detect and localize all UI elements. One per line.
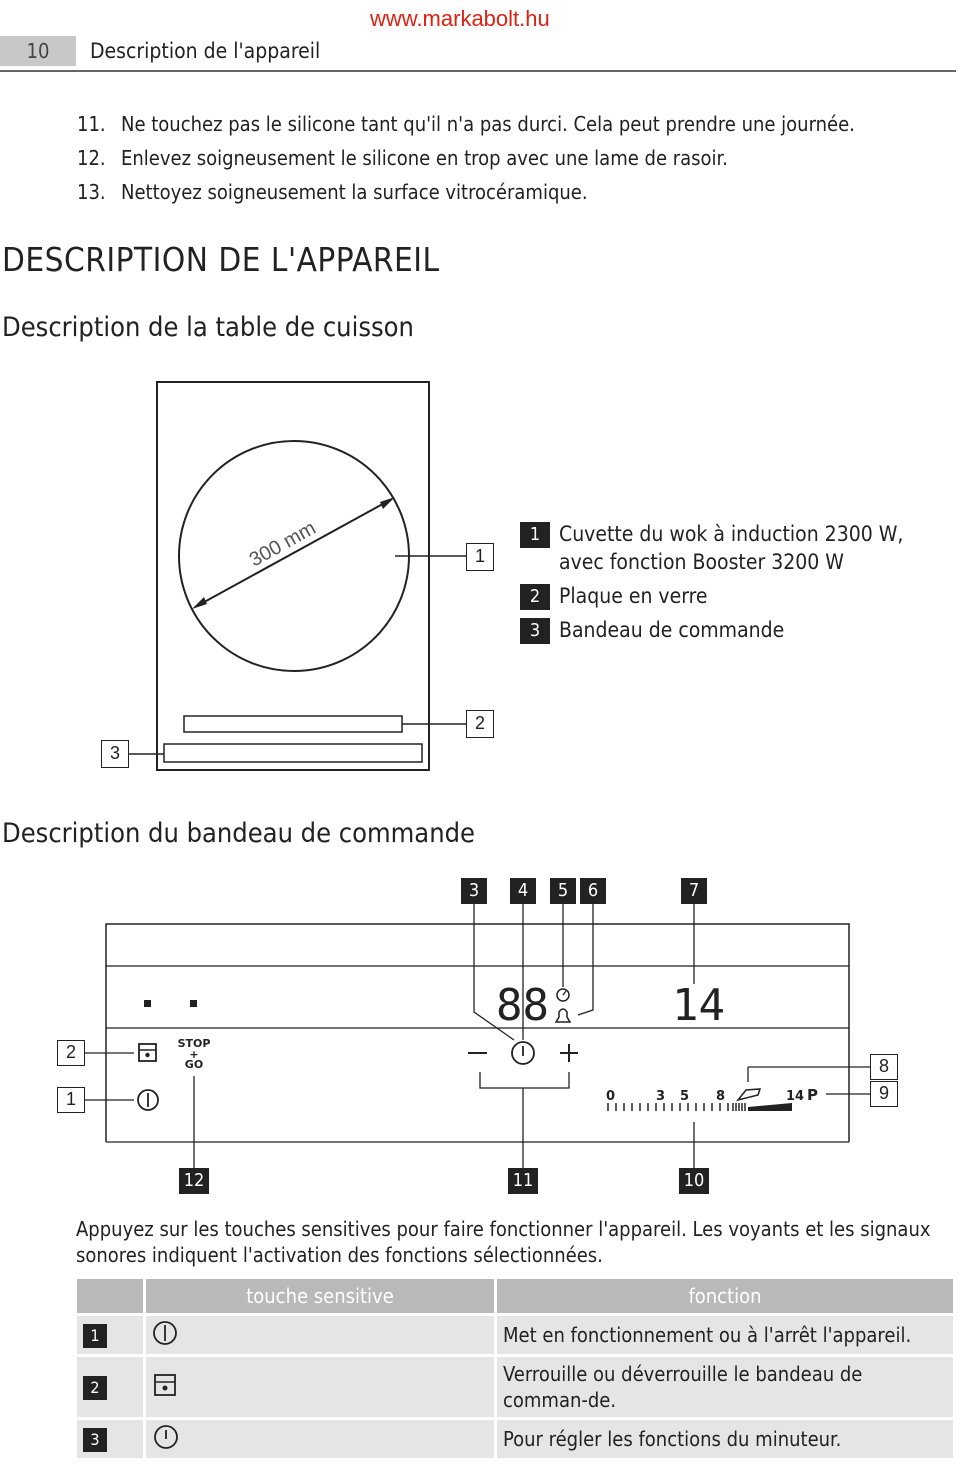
callout-1: 1 xyxy=(466,543,494,571)
table-header-function: fonction xyxy=(497,1279,953,1313)
scale-label-0: 0 xyxy=(606,1089,615,1104)
panel-callout-10: 10 xyxy=(679,1168,709,1194)
row-function: Met en fonctionnement ou à l'arrêt l'app… xyxy=(497,1316,953,1354)
table-header-key: touche sensitive xyxy=(146,1279,494,1313)
panel-heading: Description du bandeau de commande xyxy=(2,818,475,849)
scale-label-5: 5 xyxy=(680,1089,689,1104)
touch-controls-table: touche sensitive fonction 1 Met en fonct… xyxy=(74,1276,956,1461)
glass-plate xyxy=(183,715,403,733)
scale-label-14: 14 xyxy=(786,1089,804,1104)
legend-number: 3 xyxy=(520,618,550,644)
legend-text: Cuvette du wok à induction 2300 W, xyxy=(559,522,904,546)
leader-3 xyxy=(473,904,515,1041)
scale-label-p: P xyxy=(807,1086,818,1104)
cooktop-diagram: 300 mm xyxy=(128,381,466,771)
panel-callout-1: 1 xyxy=(57,1087,85,1113)
control-panel-diagram: 88 14 STOP + GO 0 3 5 8 14 P xyxy=(85,904,870,1168)
panel-callout-3: 3 xyxy=(461,878,487,904)
timer-icon xyxy=(154,1424,178,1449)
legend-number: 2 xyxy=(520,584,550,610)
section-title: DESCRIPTION DE L'APPAREIL xyxy=(2,240,440,279)
power-icon xyxy=(153,1320,177,1345)
dimension-arrow-right xyxy=(380,497,395,509)
row-number: 1 xyxy=(83,1324,107,1348)
running-header: Description de l'appareil xyxy=(90,39,321,63)
panel-callout-7: 7 xyxy=(681,878,707,904)
panel-callout-5: 5 xyxy=(550,878,576,904)
dimension-line xyxy=(196,499,391,607)
table-row: 3 Pour régler les fonctions du minuteur. xyxy=(77,1420,953,1458)
step-number: 13. xyxy=(77,180,106,204)
row-number: 3 xyxy=(83,1428,107,1452)
scale-label-3: 3 xyxy=(656,1089,665,1104)
power-scale: 0 3 5 8 14 P xyxy=(606,1086,818,1111)
panel-callout-11: 11 xyxy=(508,1168,538,1194)
wok-zone-circle xyxy=(178,440,410,672)
table-row: 1 Met en fonctionnement ou à l'arrêt l'a… xyxy=(77,1316,953,1354)
row-function: Pour régler les fonctions du minuteur. xyxy=(497,1420,953,1458)
intro-paragraph: Appuyez sur les touches sensitives pour … xyxy=(76,1217,931,1267)
leader-6 xyxy=(577,904,594,1016)
step-text: Enlevez soigneusement le silicone en tro… xyxy=(121,146,728,170)
panel-callout-9: 9 xyxy=(870,1081,898,1107)
cooktop-heading: Description de la table de cuisson xyxy=(2,312,414,343)
stopgo-stop: STOP xyxy=(178,1037,211,1050)
lock-icon xyxy=(138,1043,157,1062)
control-strip xyxy=(163,743,423,763)
callout-2: 2 xyxy=(466,710,494,738)
clock-icon xyxy=(556,988,570,1002)
dimension-arrow-left xyxy=(192,597,207,609)
power-icon xyxy=(137,1089,159,1111)
table-row: 2 Verrouille ou déverrouille le bandeau … xyxy=(77,1357,953,1417)
step-text: Ne touchez pas le silicone tant qu'il n'… xyxy=(121,112,855,136)
legend-text: avec fonction Booster 3200 W xyxy=(559,550,844,574)
row-function: Verrouille ou déverrouille le bandeau de… xyxy=(497,1357,953,1417)
site-watermark[interactable]: www.markabolt.hu xyxy=(370,6,550,31)
indicator-dot xyxy=(190,1000,197,1007)
panel-callout-6: 6 xyxy=(580,878,606,904)
panel-outline xyxy=(105,923,850,1142)
table-header-num xyxy=(77,1279,143,1313)
booster-icon xyxy=(736,1088,762,1102)
legend-text: Bandeau de commande xyxy=(559,618,785,642)
stopgo-plus: + xyxy=(189,1048,198,1061)
step-text: Nettoyez soigneusement la surface vitroc… xyxy=(121,180,588,204)
table-header-row: touche sensitive fonction xyxy=(77,1279,953,1313)
bell-icon xyxy=(554,1008,572,1023)
step-number: 11. xyxy=(77,112,106,136)
indicator-dot xyxy=(144,1000,151,1007)
row-number: 2 xyxy=(83,1376,107,1400)
cooktop-outline xyxy=(156,381,430,771)
scale-ramp xyxy=(748,1103,792,1111)
page-number: 10 xyxy=(0,36,76,66)
scale-label-8: 8 xyxy=(716,1089,725,1104)
bracket-11 xyxy=(479,1072,570,1089)
callout-3: 3 xyxy=(101,740,129,768)
legend-text: Plaque en verre xyxy=(559,584,708,608)
timer-icon xyxy=(511,1041,535,1065)
stopgo-go: GO xyxy=(185,1058,203,1071)
step-number: 12. xyxy=(77,146,106,170)
legend-number: 1 xyxy=(520,522,550,548)
panel-callout-8: 8 xyxy=(870,1054,898,1080)
panel-callout-2: 2 xyxy=(57,1040,85,1066)
panel-callout-4: 4 xyxy=(510,878,536,904)
lock-icon xyxy=(154,1373,176,1396)
panel-callout-12: 12 xyxy=(179,1168,209,1194)
header-divider xyxy=(0,70,956,72)
level-display: 14 xyxy=(672,980,725,1031)
